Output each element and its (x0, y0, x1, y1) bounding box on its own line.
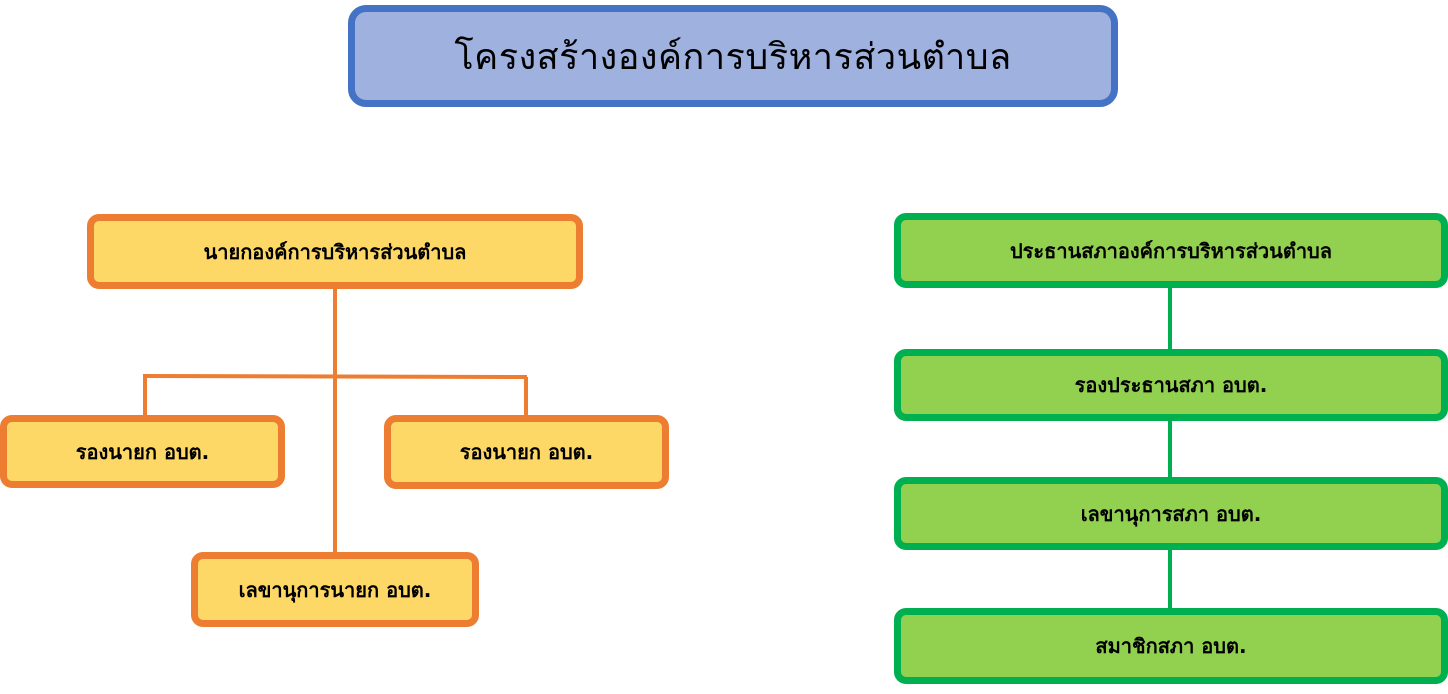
node-deputy-mayor-left: รองนายก อบต. (0, 415, 285, 488)
node-deputy-mayor-right-label: รองนายก อบต. (459, 440, 594, 464)
node-council-secretary: เลขานุการสภา อบต. (894, 477, 1448, 550)
diagram-title-text: โครงสร้างองค์การบริหารส่วนตำบล (454, 36, 1012, 78)
node-deputy-mayor-left-label: รองนายก อบต. (75, 439, 210, 464)
node-council-vice-chair: รองประธานสภา อบต. (894, 349, 1448, 421)
diagram-title: โครงสร้างองค์การบริหารส่วนตำบล (348, 5, 1118, 107)
node-council-chair-label: ประธานสภาองค์การบริหารส่วนตำบล (1009, 238, 1333, 263)
connector-deputies-bar (142, 374, 528, 379)
node-council-secretary-label: เลขานุการสภา อบต. (1080, 501, 1262, 526)
node-council-chair: ประธานสภาองค์การบริหารส่วนตำบล (894, 213, 1448, 288)
node-council-vice-chair-label: รองประธานสภา อบต. (1074, 373, 1268, 397)
node-council-members-label: สมาชิกสภา อบต. (1095, 634, 1247, 658)
node-mayor-secretary: เลขานุการนายก อบต. (191, 552, 479, 627)
node-mayor-secretary-label: เลขานุการนายก อบต. (238, 577, 432, 602)
node-council-members: สมาชิกสภา อบต. (894, 608, 1448, 684)
node-mayor: นายกองค์การบริหารส่วนตำบล (87, 214, 583, 289)
node-mayor-label: นายกองค์การบริหารส่วนตำบล (203, 239, 467, 264)
node-deputy-mayor-right: รองนายก อบต. (384, 415, 669, 489)
